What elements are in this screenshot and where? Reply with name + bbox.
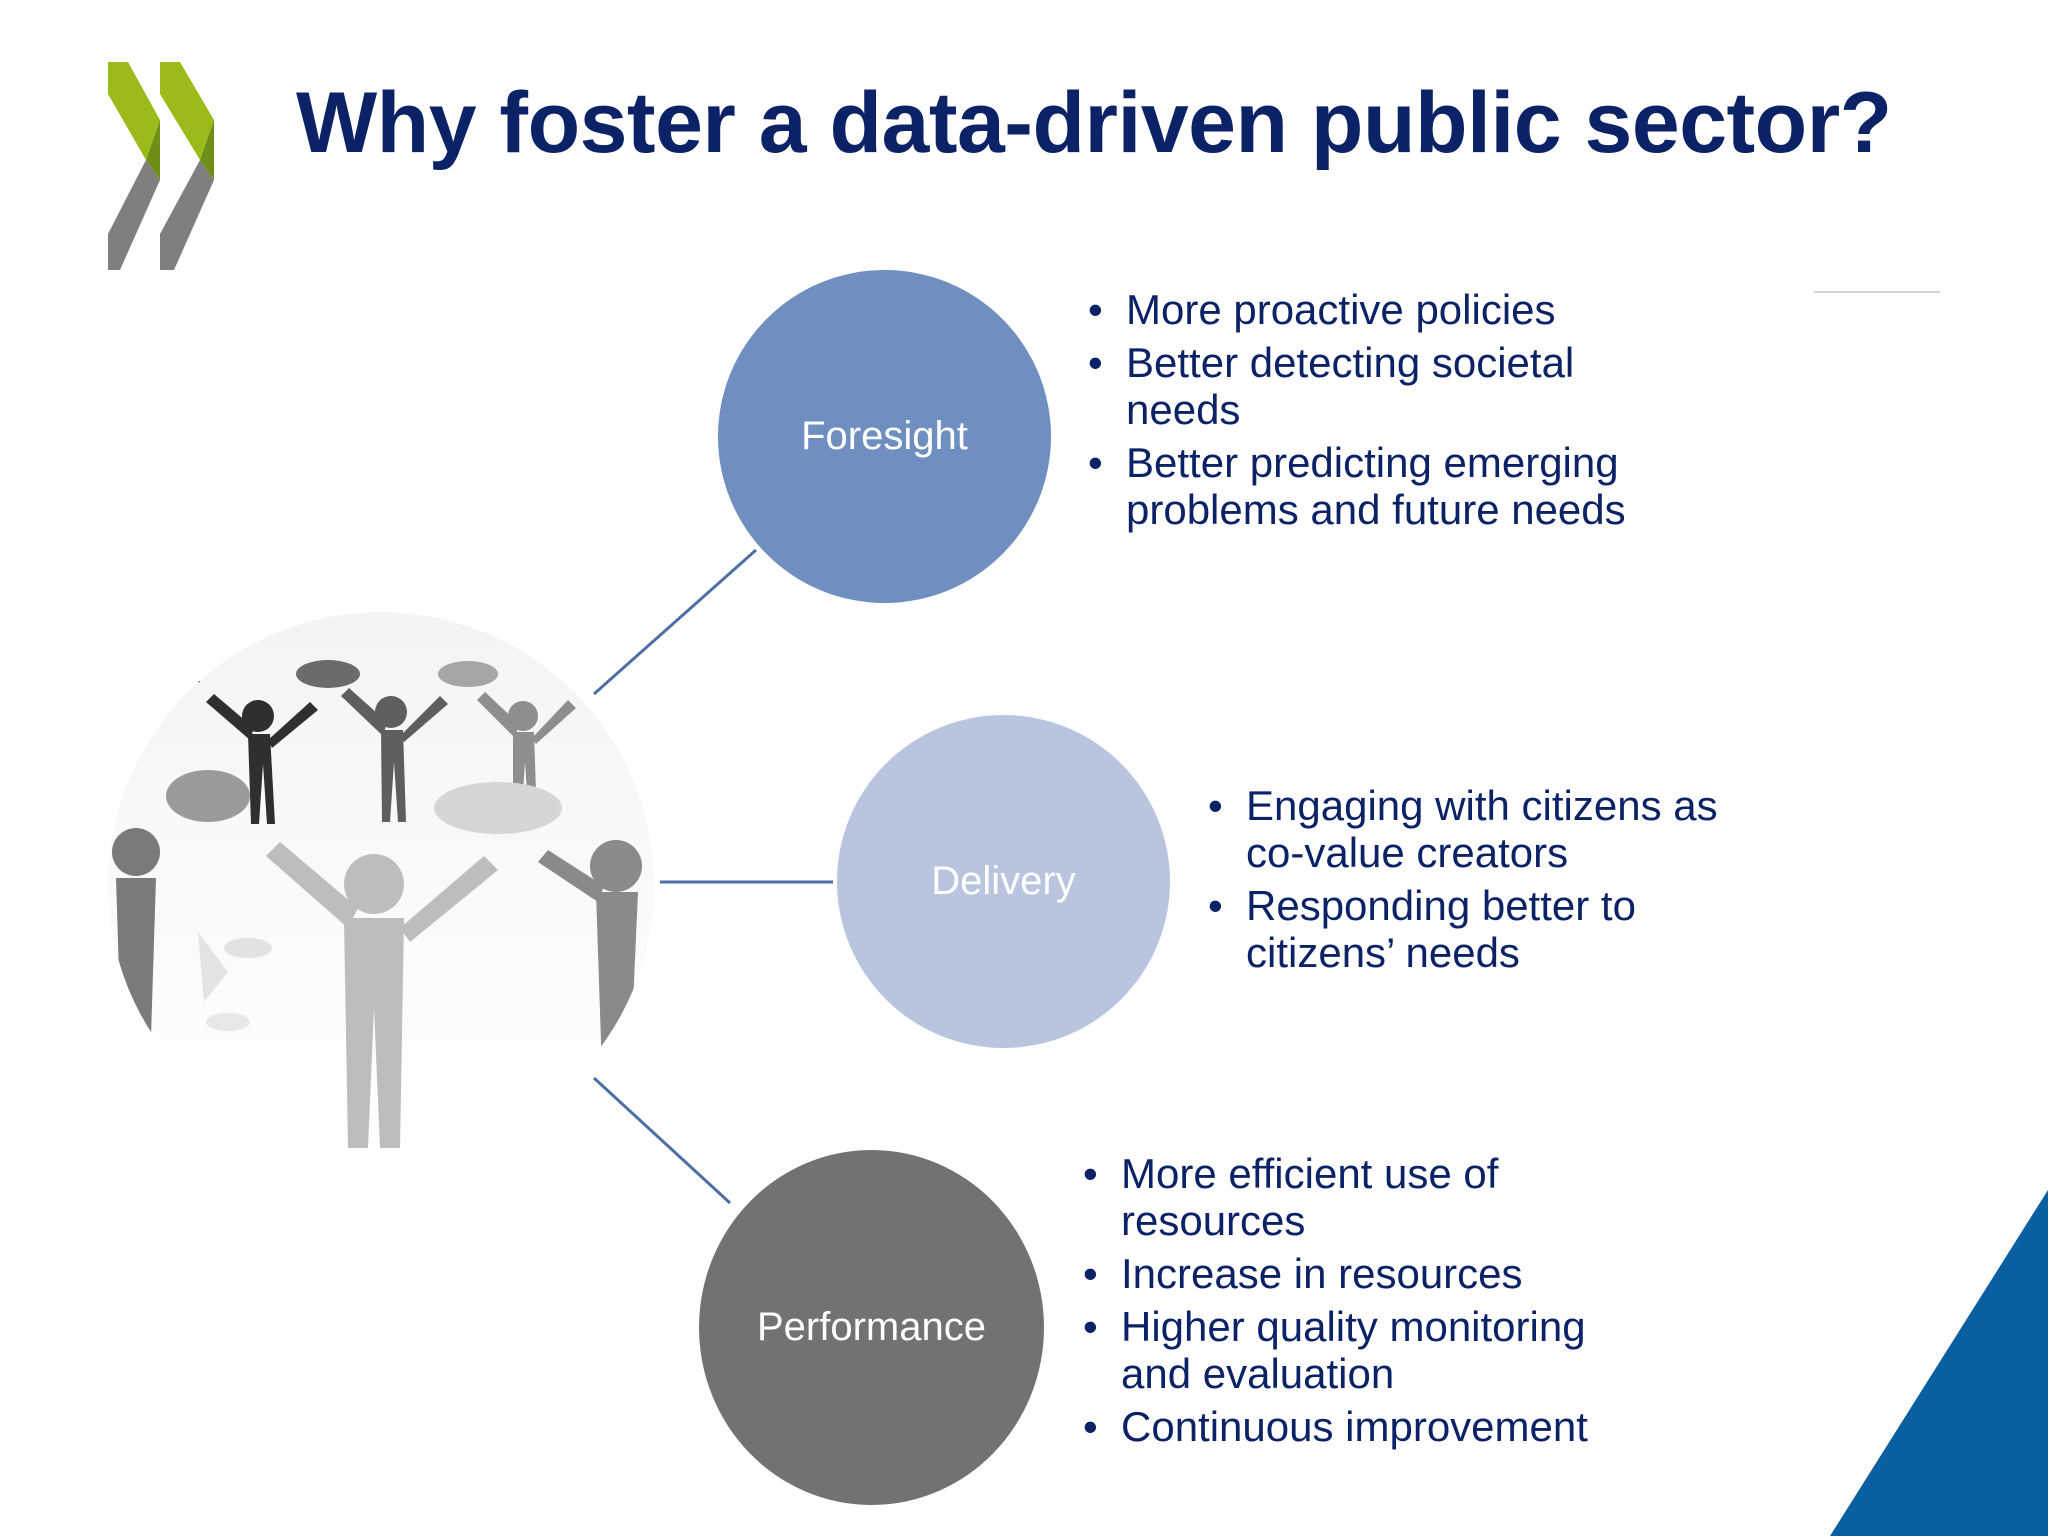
delivery-label: Delivery xyxy=(931,859,1076,903)
performance-bullet-list: More efficient use of resources Increase… xyxy=(1083,1150,1643,1456)
bullet-item: More efficient use of resources xyxy=(1083,1150,1643,1244)
bullet-item: Engaging with citizens as co-value creat… xyxy=(1208,782,1748,876)
delivery-bullet-list: Engaging with citizens as co-value creat… xyxy=(1208,782,1748,982)
bullet-item: Continuous improvement xyxy=(1083,1403,1643,1450)
bullet-item: Increase in resources xyxy=(1083,1250,1643,1297)
bullet-item: Better detecting societal needs xyxy=(1088,339,1628,433)
corner-decoration xyxy=(1830,1190,2048,1536)
foresight-bullet-list: More proactive policies Better detecting… xyxy=(1088,286,1628,539)
people-circle-illustration-icon xyxy=(108,612,654,1158)
delivery-circle: Delivery xyxy=(837,715,1170,1048)
bullet-item: Responding better to citizens’ needs xyxy=(1208,882,1748,976)
performance-circle: Performance xyxy=(699,1150,1044,1505)
foresight-label: Foresight xyxy=(801,414,968,458)
bullet-item: Higher quality monitoring and evaluation xyxy=(1083,1303,1643,1397)
bullet-item: More proactive policies xyxy=(1088,286,1628,333)
foresight-circle: Foresight xyxy=(718,270,1051,603)
bullet-item: Better predicting emerging problems and … xyxy=(1088,439,1628,533)
performance-label: Performance xyxy=(757,1305,986,1349)
decorative-line xyxy=(1814,291,1940,293)
chevron-pair-logo-icon xyxy=(108,62,214,270)
slide-title: Why foster a data-driven public sector? xyxy=(296,75,1892,171)
